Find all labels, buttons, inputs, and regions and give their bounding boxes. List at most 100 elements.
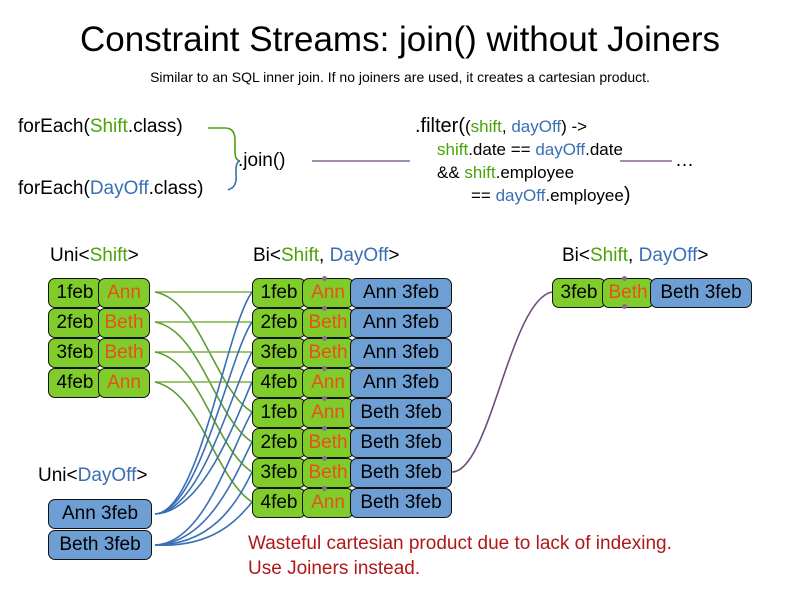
table-row[interactable]: 1feb Ann Ann 3feb xyxy=(252,278,452,308)
bi-right-prefix: Bi< xyxy=(562,245,590,266)
label-bi-middle: Bi<Shift, DayOff> xyxy=(253,245,399,267)
bi-date-cell: 2feb xyxy=(252,308,306,338)
page-title: Constraint Streams: join() without Joine… xyxy=(80,20,720,59)
row-joint-dot xyxy=(322,336,327,341)
bi-right-comma: , xyxy=(628,245,639,266)
bi-right-suffix: > xyxy=(697,245,709,266)
code-foreach-shift: forEach(Shift.class) xyxy=(18,116,183,138)
uni-shift-prefix: Uni< xyxy=(50,245,90,266)
foreach-shift-suffix: .class) xyxy=(127,116,183,137)
filter-line-4: == dayOff.employee) xyxy=(415,184,630,207)
row-joint-dot xyxy=(322,396,327,401)
filter-param-comma: , xyxy=(501,117,512,136)
uni-shift-suffix: > xyxy=(127,245,139,266)
uni-dayoff-type: DayOff xyxy=(77,465,137,486)
table-row[interactable]: 2feb Beth Ann 3feb xyxy=(252,308,452,338)
shift-date-cell: 4feb xyxy=(48,368,102,398)
table-row[interactable]: 4feb Ann xyxy=(48,368,150,398)
uni-shift-type: Shift xyxy=(89,245,128,266)
bi-dayoff-cell: Beth 3feb xyxy=(350,398,452,428)
bi-name-cell: Ann xyxy=(302,398,354,428)
bi-name-cell: Beth xyxy=(302,428,354,458)
row-joint-dot xyxy=(322,486,327,491)
filter-l3-shift: shift xyxy=(464,163,496,182)
bi-right-type-b: DayOff xyxy=(638,245,698,266)
filter-param-shift: shift xyxy=(470,117,502,136)
warning-line-2: Use Joiners instead. xyxy=(248,558,421,579)
warning-text: Wasteful cartesian product due to lack o… xyxy=(248,531,672,581)
bi-name-cell: Beth xyxy=(302,338,354,368)
filter-l2-op: .date == xyxy=(468,140,536,159)
uni-dayoff-suffix: > xyxy=(136,465,148,486)
bi-dayoff-cell: Beth 3feb xyxy=(350,428,452,458)
table-row[interactable]: 4feb Ann Ann 3feb xyxy=(252,368,452,398)
bi-right-type-a: Shift xyxy=(590,245,629,266)
warning-line-1: Wasteful cartesian product due to lack o… xyxy=(248,533,672,554)
bi-dayoff-cell: Beth 3feb xyxy=(350,458,452,488)
filter-method: .filter( xyxy=(415,115,465,137)
bi-dayoff-cell: Beth 3feb xyxy=(350,488,452,518)
filter-l3-and: && xyxy=(437,163,465,182)
row-joint-dot xyxy=(322,276,327,281)
shift-date-cell: 2feb xyxy=(48,308,102,338)
shift-date-cell: 3feb xyxy=(48,338,102,368)
table-row[interactable]: 2feb Beth Beth 3feb xyxy=(252,428,452,458)
filter-line-2: shift.date == dayOff.date xyxy=(415,138,630,161)
foreach-dayoff-prefix: forEach( xyxy=(18,178,90,199)
table-row[interactable]: 3feb Beth Ann 3feb xyxy=(252,338,452,368)
bi-mid-prefix: Bi< xyxy=(253,245,281,266)
bi-mid-comma: , xyxy=(319,245,330,266)
bi-mid-type-a: Shift xyxy=(281,245,320,266)
code-filter-block: .filter((shift, dayOff) -> shift.date ==… xyxy=(415,115,630,207)
table-row[interactable]: 3feb Beth Beth 3feb xyxy=(252,458,452,488)
table-row[interactable]: 2feb Beth xyxy=(48,308,150,338)
pipeline-ellipsis: … xyxy=(675,150,694,171)
bi-dayoff-cell: Ann 3feb xyxy=(350,338,452,368)
label-uni-dayoff: Uni<DayOff> xyxy=(38,465,148,487)
table-row[interactable]: 1feb Ann Beth 3feb xyxy=(252,398,452,428)
bi-date-cell: 3feb xyxy=(252,458,306,488)
result-name-cell: Beth xyxy=(602,278,654,308)
foreach-dayoff-suffix: .class) xyxy=(148,178,204,199)
dayoff-card[interactable]: Beth 3feb xyxy=(48,530,152,560)
shift-name-cell: Beth xyxy=(98,338,150,368)
table-row[interactable]: 3feb Beth xyxy=(48,338,150,368)
filter-paren-close: ) xyxy=(623,184,631,206)
label-uni-shift: Uni<Shift> xyxy=(50,245,139,267)
shift-name-cell: Ann xyxy=(98,278,150,308)
row-joint-dot xyxy=(322,366,327,371)
filter-l3-field: .employee xyxy=(495,163,575,182)
table-row[interactable]: 4feb Ann Beth 3feb xyxy=(252,488,452,518)
row-joint-dot xyxy=(322,306,327,311)
row-joint-dot xyxy=(622,276,627,281)
foreach-shift-prefix: forEach( xyxy=(18,116,90,137)
foreach-shift-type: Shift xyxy=(89,116,128,137)
row-joint-dot xyxy=(322,456,327,461)
dayoff-card[interactable]: Ann 3feb xyxy=(48,499,152,529)
filter-l4-dayoff: dayOff xyxy=(495,186,546,205)
filter-arrow: ) -> xyxy=(561,117,588,136)
bi-date-cell: 3feb xyxy=(252,338,306,368)
bi-date-cell: 4feb xyxy=(252,488,306,518)
filter-l2-shift: shift xyxy=(437,140,469,159)
filter-l4-field: .employee xyxy=(545,186,624,205)
shift-name-cell: Beth xyxy=(98,308,150,338)
table-row[interactable]: 1feb Ann xyxy=(48,278,150,308)
filter-l2-field: .date xyxy=(585,140,623,159)
filter-line-3: && shift.employee xyxy=(415,161,630,184)
bi-dayoff-cell: Ann 3feb xyxy=(350,368,452,398)
bi-date-cell: 1feb xyxy=(252,398,306,428)
bi-name-cell: Ann xyxy=(302,368,354,398)
bi-name-cell: Ann xyxy=(302,488,354,518)
filter-l4-op: == xyxy=(471,186,496,205)
bi-date-cell: 4feb xyxy=(252,368,306,398)
code-join-call: .join() xyxy=(238,150,286,171)
filter-line-1: .filter((shift, dayOff) -> xyxy=(415,115,630,138)
result-dayoff-cell: Beth 3feb xyxy=(650,278,752,308)
table-row[interactable]: 3feb Beth Beth 3feb xyxy=(552,278,752,308)
filter-paren-open: ( xyxy=(465,117,471,136)
bi-date-cell: 2feb xyxy=(252,428,306,458)
filter-param-dayoff: dayOff xyxy=(511,117,562,136)
bi-name-cell: Ann xyxy=(302,278,354,308)
